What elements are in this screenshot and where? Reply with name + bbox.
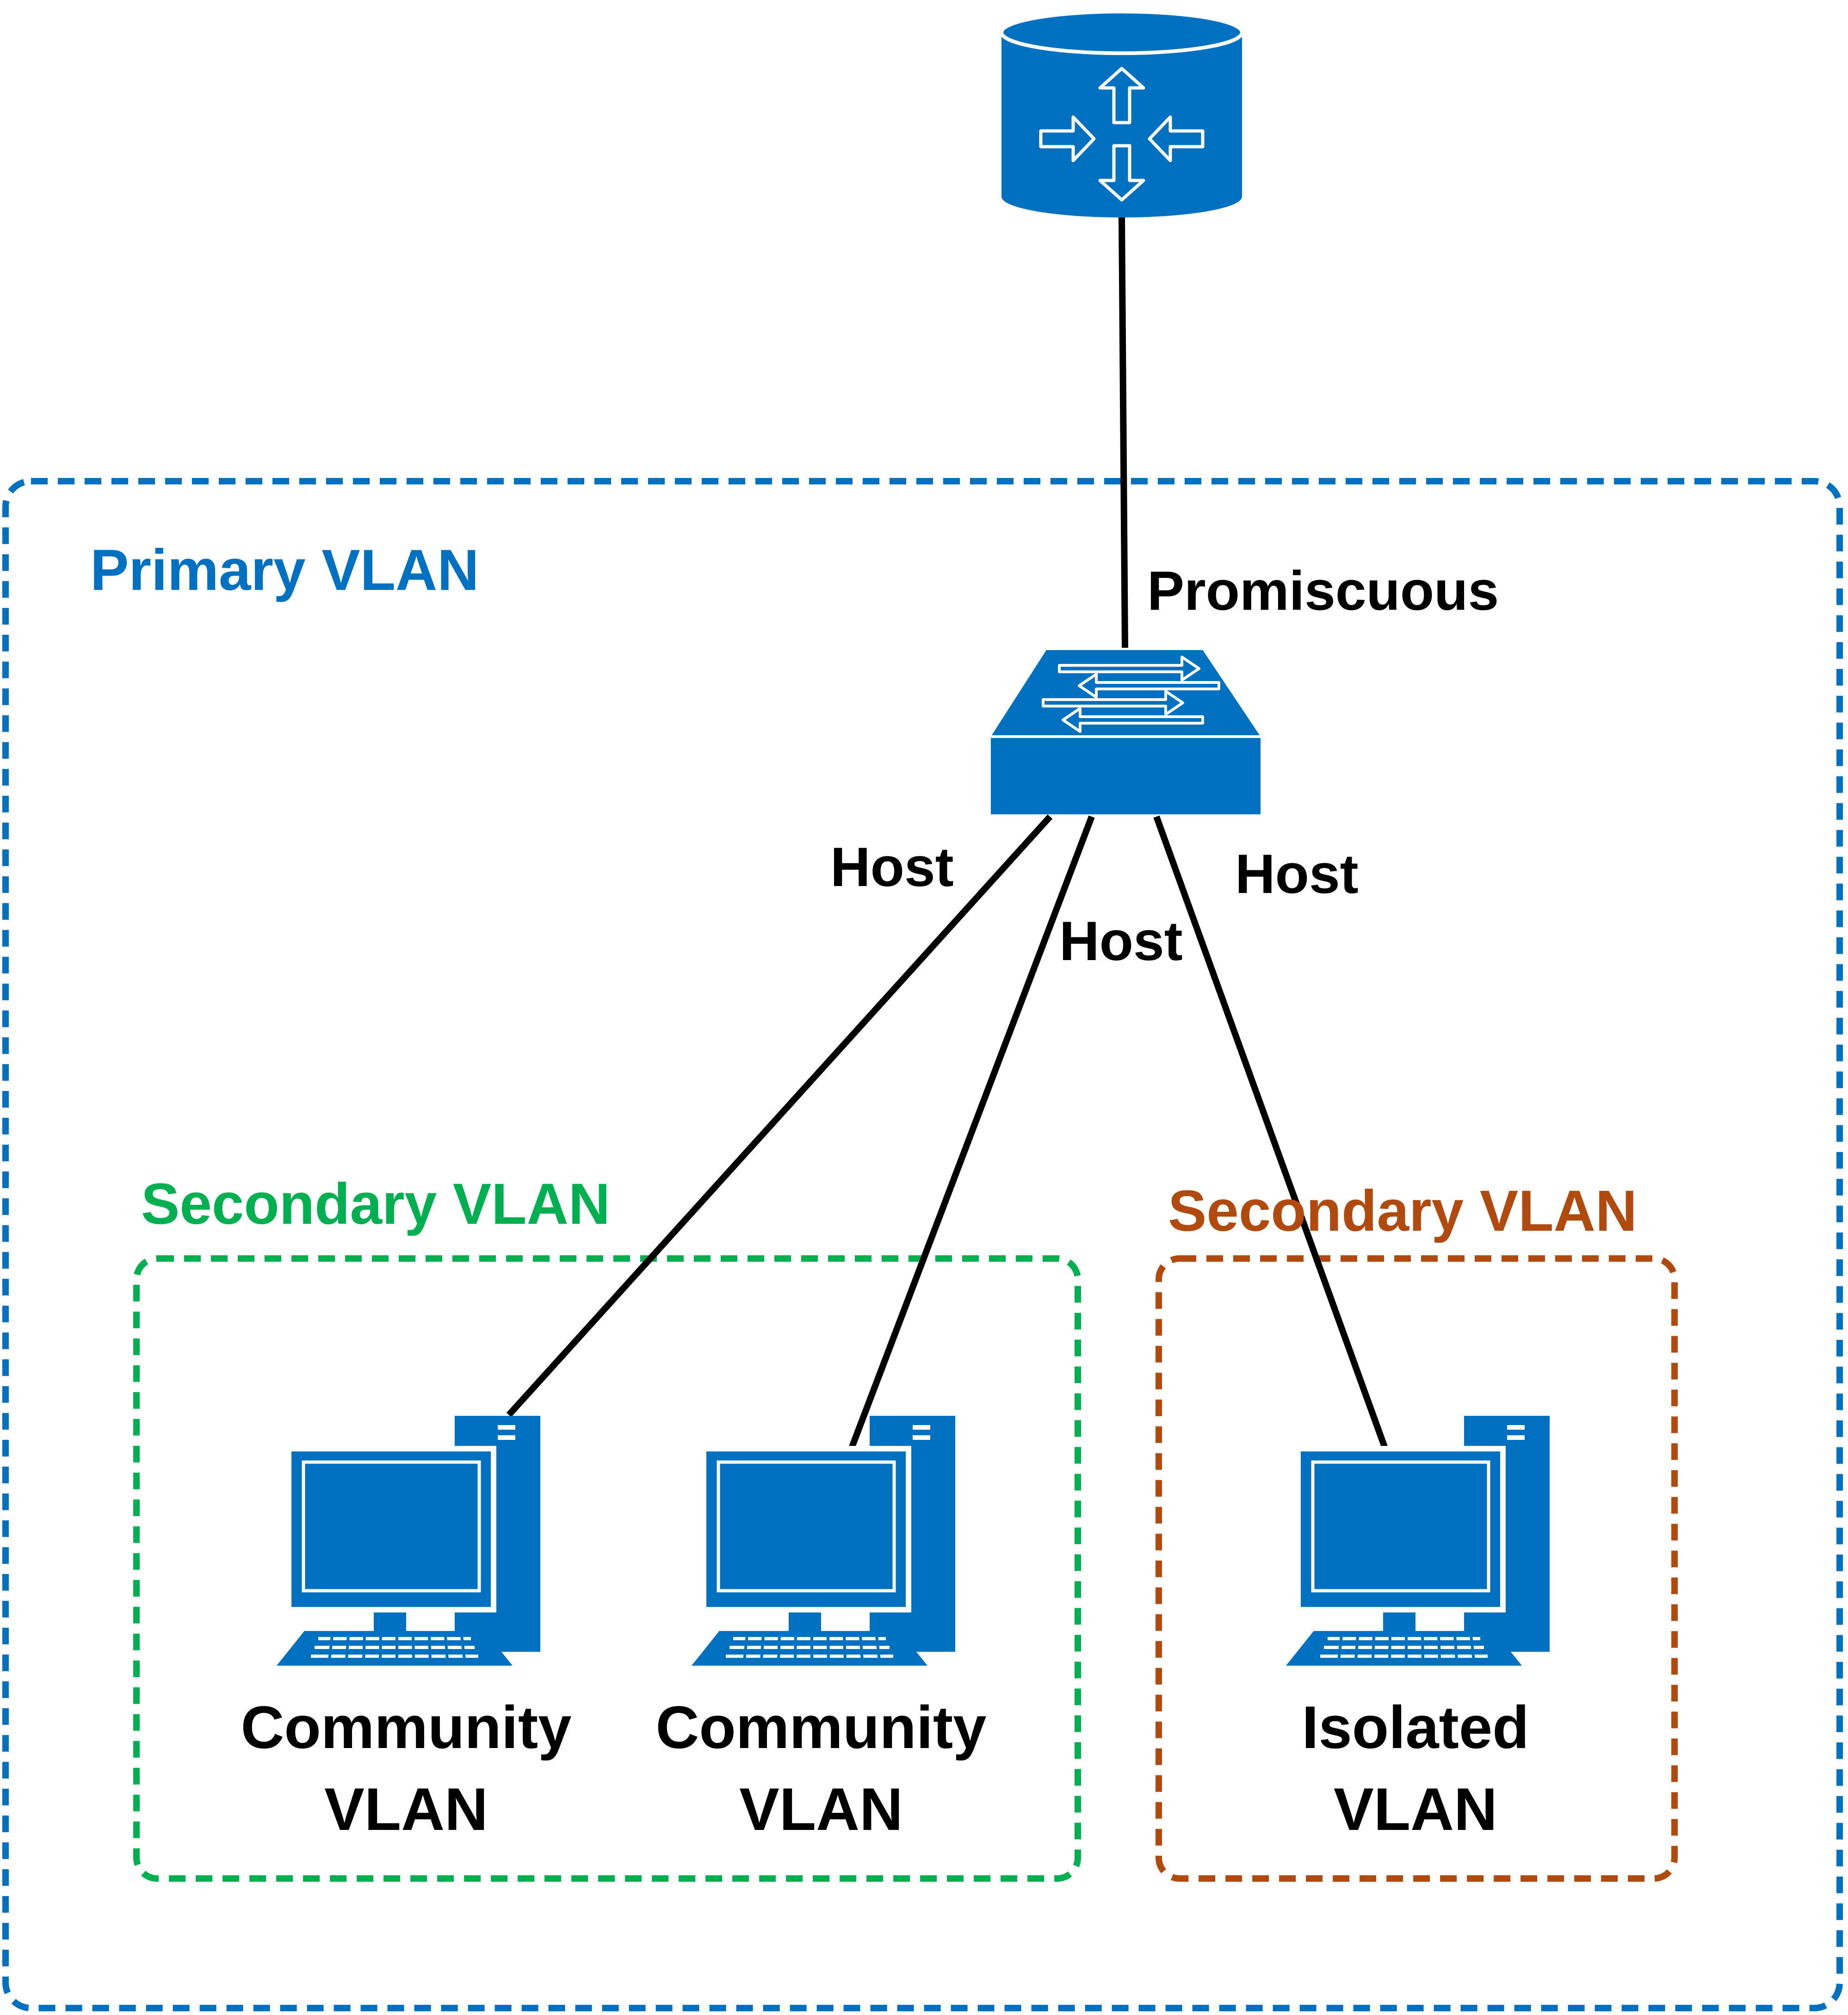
host-link-1	[506, 814, 1053, 1417]
community-host-1-icon[interactable]	[277, 1416, 540, 1666]
host-port-label-1: Host	[830, 836, 954, 898]
community-secondary-vlan-label: Secondary VLAN	[141, 1172, 610, 1236]
community-host-2-icon[interactable]	[692, 1416, 955, 1666]
host-1-label-line2: VLAN	[324, 1775, 488, 1843]
host-port-label-2: Host	[1059, 910, 1183, 972]
isolated-host-icon[interactable]	[1286, 1416, 1550, 1666]
primary-vlan-region	[2, 478, 1843, 2011]
primary-vlan-label: Primary VLAN	[90, 538, 479, 602]
host-3-label-line2: VLAN	[1334, 1775, 1497, 1843]
host-link-3	[1153, 815, 1389, 1451]
host-link-2	[848, 815, 1095, 1451]
host-2-label-line1: Community	[656, 1693, 987, 1761]
router-icon[interactable]	[1000, 10, 1244, 217]
uplink-line	[1119, 217, 1128, 648]
host-3-label-line1: Isolated	[1302, 1693, 1529, 1761]
host-1-label-line1: Community	[241, 1693, 572, 1761]
isolated-vlan-region	[1156, 1255, 1678, 1882]
host-port-label-3: Host	[1235, 843, 1359, 905]
host-2-label-line2: VLAN	[739, 1775, 903, 1843]
isolated-secondary-vlan-label: Secondary VLAN	[1168, 1179, 1637, 1243]
switch-icon[interactable]	[991, 650, 1261, 814]
promiscuous-port-label: Promiscuous	[1147, 560, 1499, 622]
community-vlan-region	[133, 1255, 1081, 1882]
